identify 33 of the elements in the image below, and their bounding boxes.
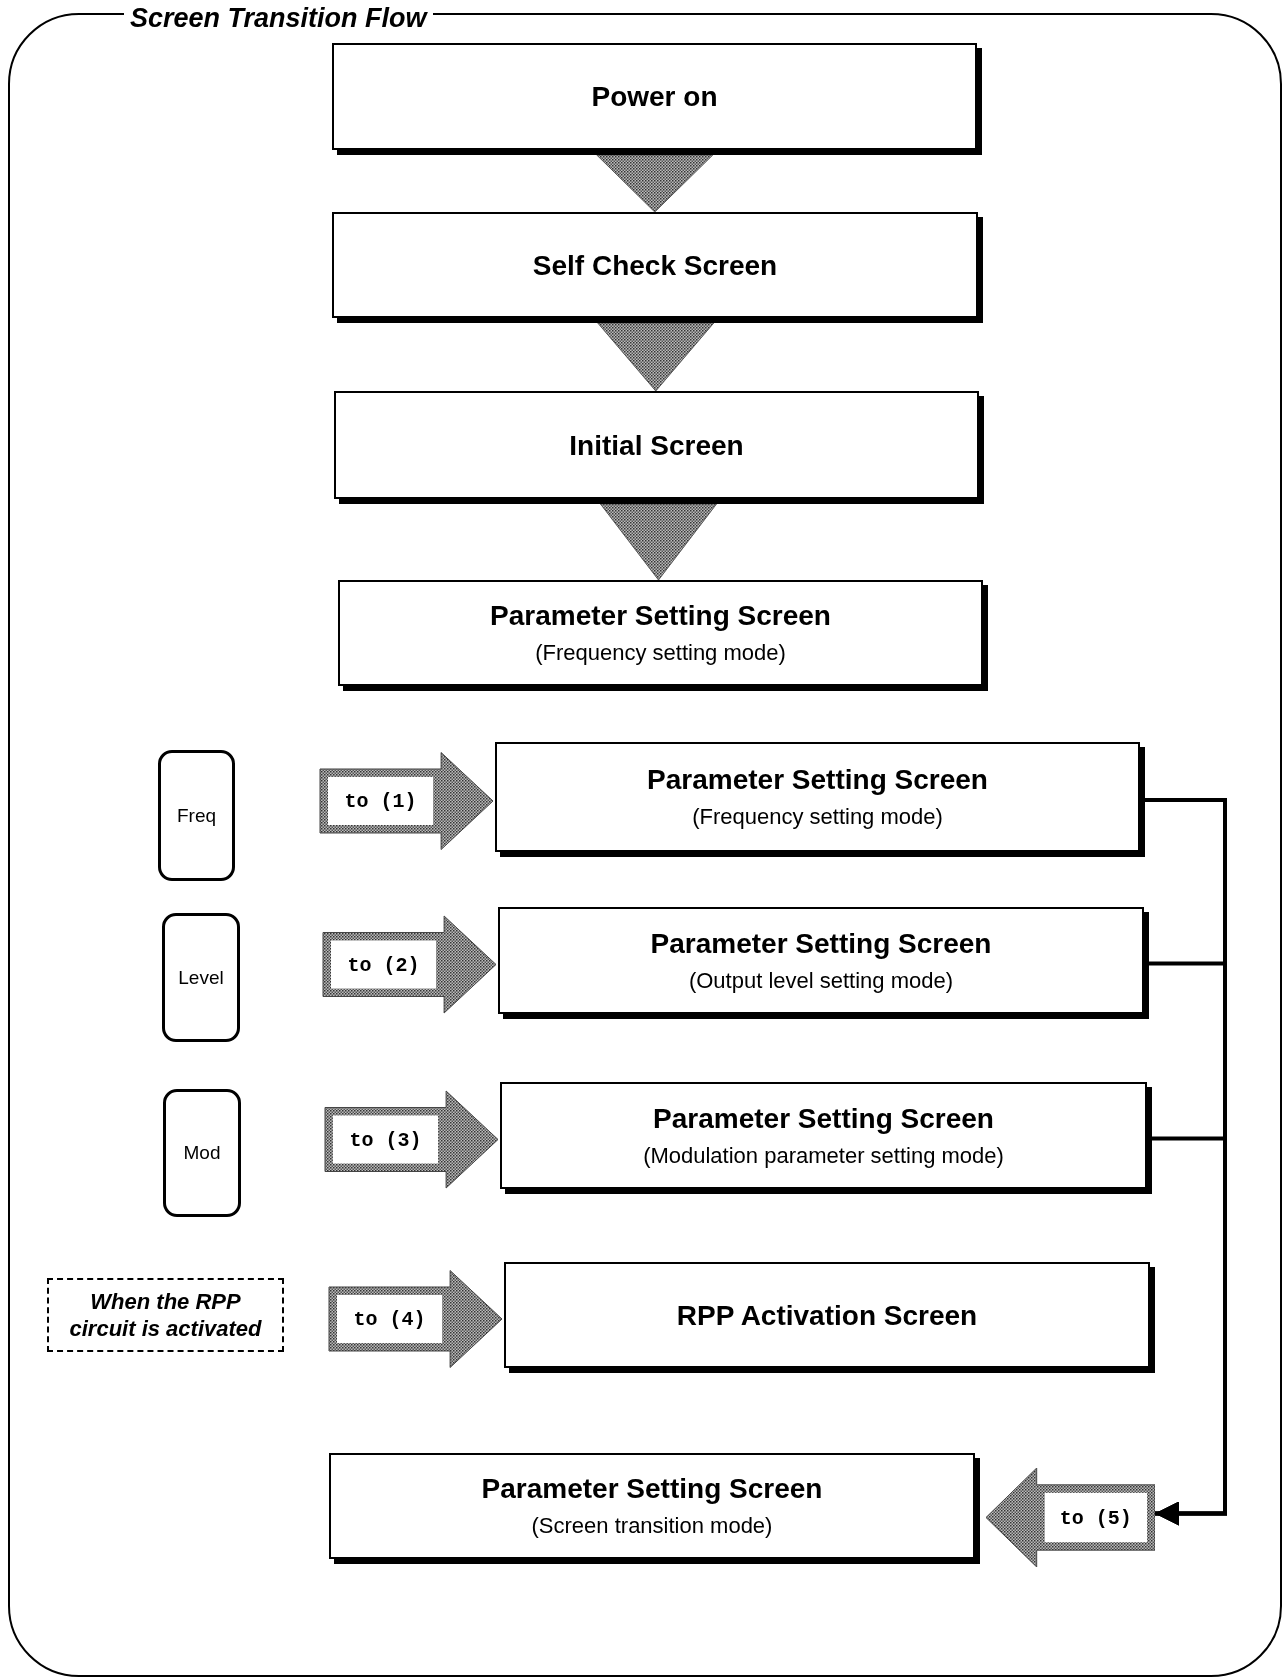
block-arrow: [986, 1468, 1155, 1567]
block-arrow: [319, 752, 494, 850]
mode-label: (Frequency setting mode): [692, 803, 943, 832]
connector-line: [1152, 1136, 1227, 1526]
screen-title: Parameter Setting Screen: [653, 1101, 994, 1136]
screen-title: Self Check Screen: [532, 248, 778, 283]
screen-title: Parameter Setting Screen: [647, 763, 988, 798]
screen-title: Parameter Setting Screen: [490, 599, 831, 634]
mode-label: (Frequency setting mode): [535, 639, 786, 668]
arrow-label: to (5): [1059, 1506, 1132, 1529]
edge-label: to (4): [353, 1307, 426, 1331]
chevron-arrow: [597, 322, 715, 392]
panel-key: Freq: [158, 750, 235, 881]
condition-note: When the RPP circuit is activated: [68, 1287, 263, 1343]
screen-title: RPP Activation Screen: [676, 1298, 978, 1333]
mode-label: (Screen transition mode): [531, 1512, 773, 1541]
panel-key: Mod: [163, 1089, 241, 1217]
chevron-arrow: [600, 503, 717, 581]
edge-label: to (2): [347, 953, 420, 976]
condition-note-box: [47, 1278, 284, 1352]
block-arrow: [322, 915, 497, 1014]
screen-title: Parameter Setting Screen: [650, 926, 992, 961]
block-arrow: [324, 1090, 499, 1189]
mode-label: (Output level setting mode): [688, 966, 954, 995]
panel-key: Level: [162, 913, 240, 1042]
block-arrow: [328, 1270, 503, 1368]
screen-title: Power on: [591, 80, 718, 114]
chevron-arrow: [596, 154, 714, 213]
edge-label: to (3): [349, 1128, 422, 1151]
screen-title: Parameter Setting Screen: [481, 1472, 823, 1507]
mode-label: (Modulation parameter setting mode): [643, 1141, 1004, 1170]
edge-label: to (1): [344, 789, 417, 813]
screen-title: Initial Screen: [569, 428, 744, 463]
